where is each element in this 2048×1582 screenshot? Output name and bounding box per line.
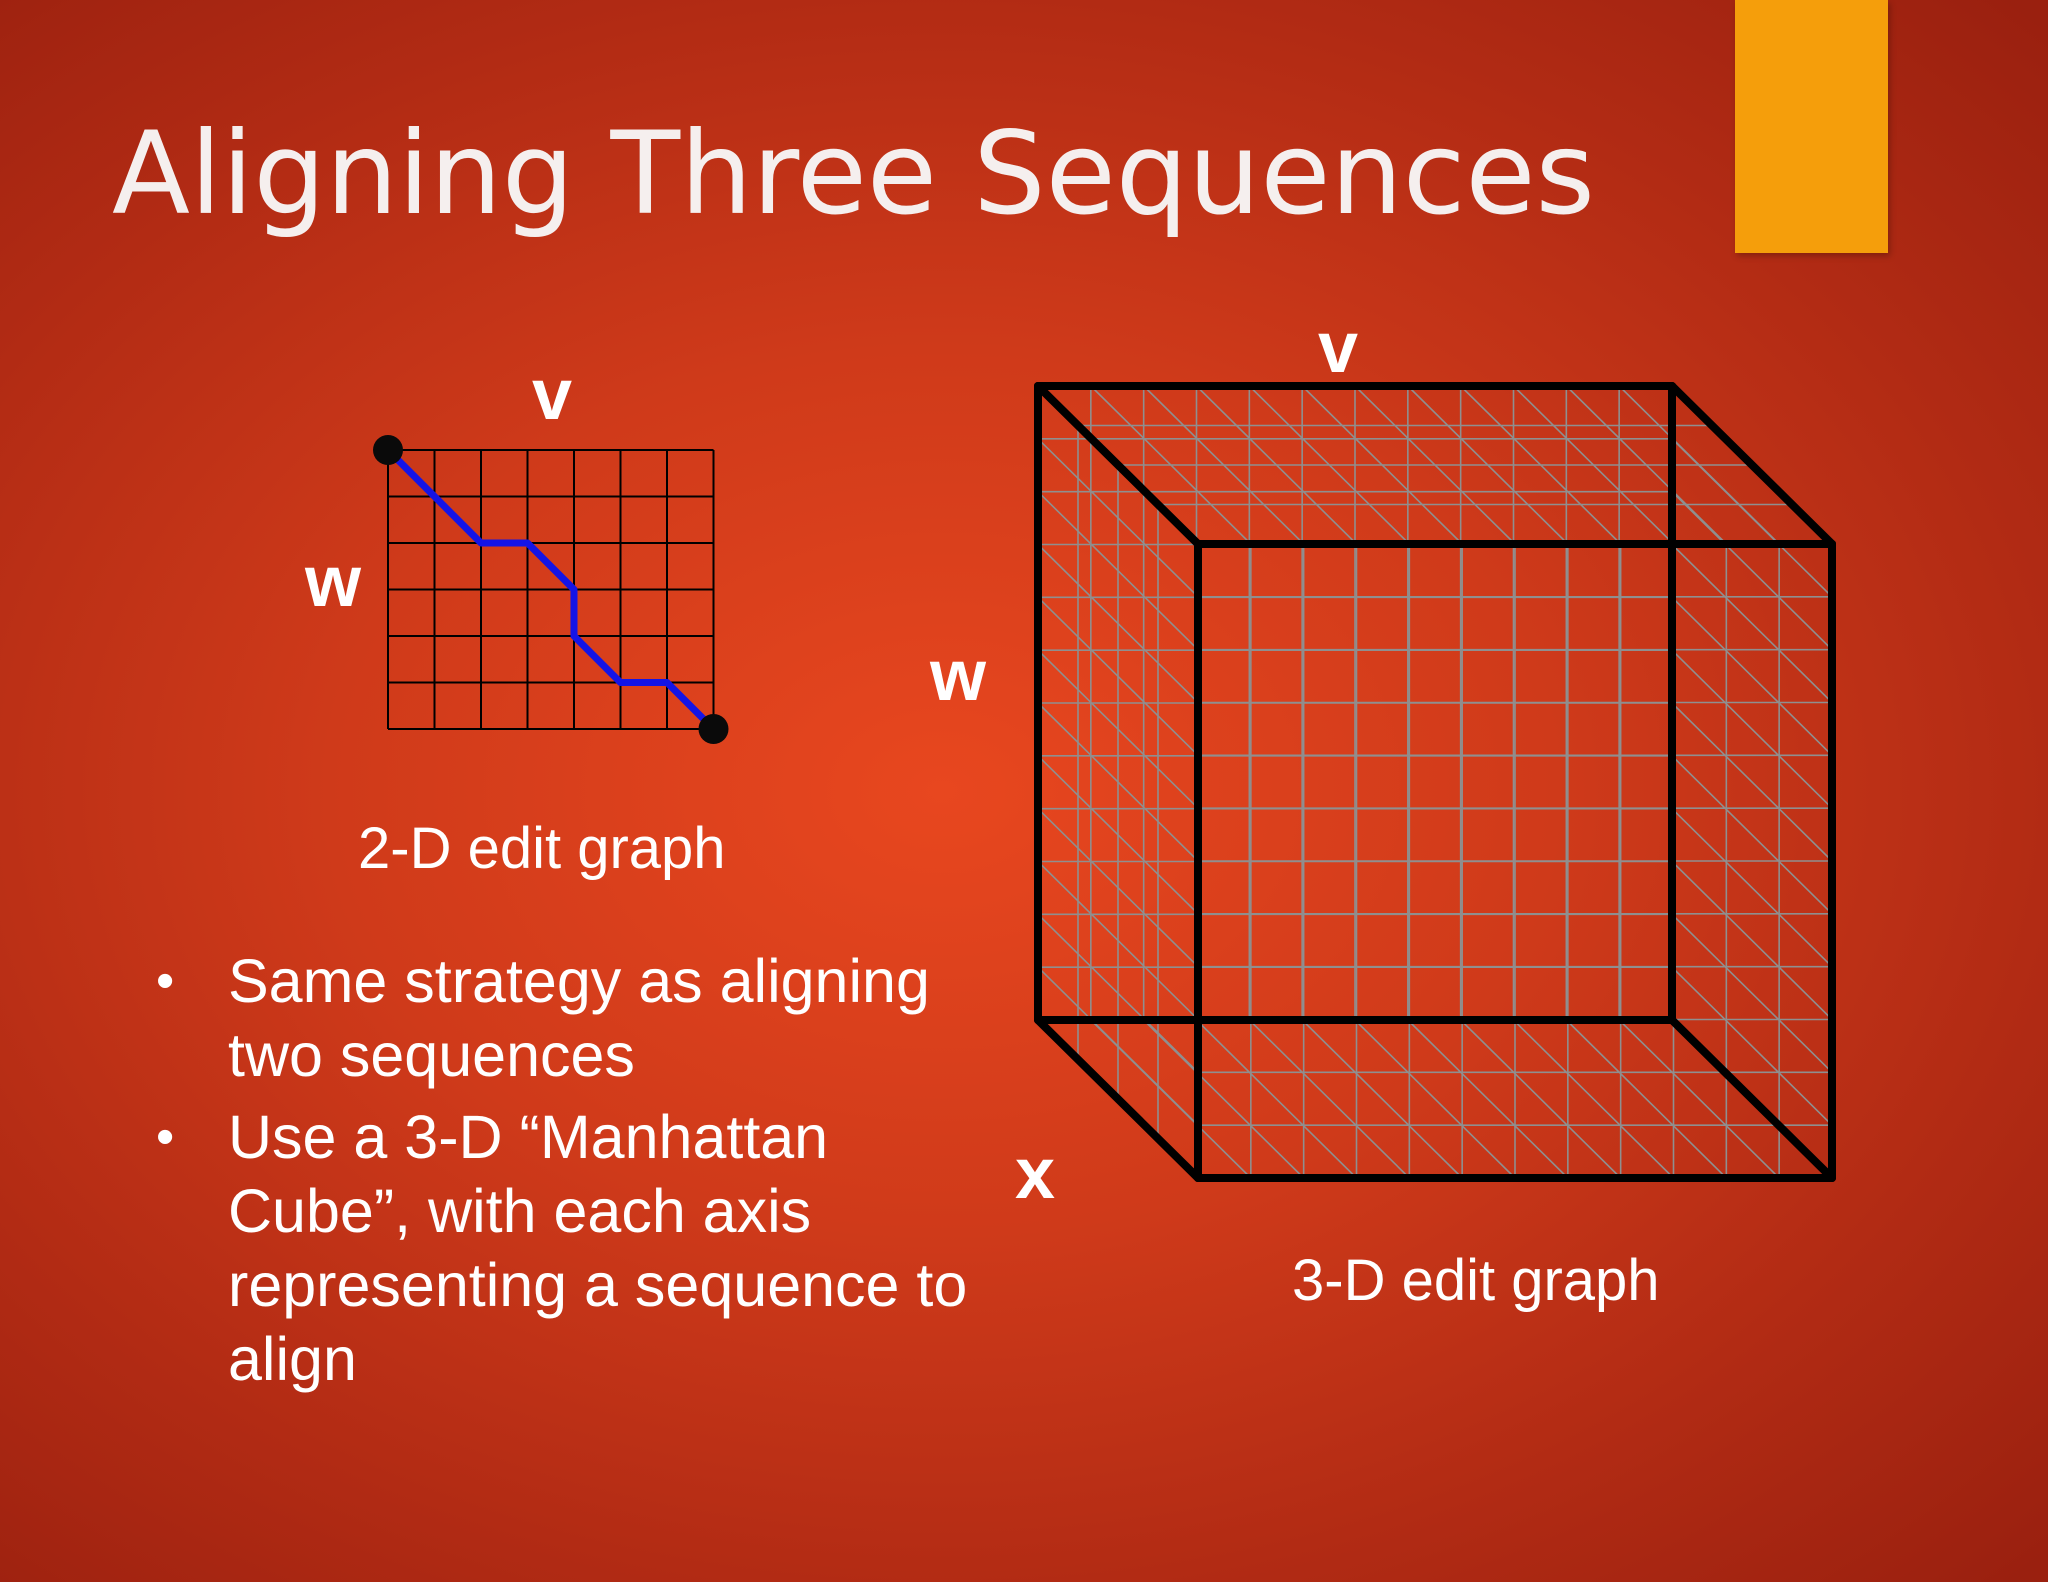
cube-grid-line — [1407, 1019, 1569, 1179]
cube-grid-line — [1301, 1019, 1463, 1179]
axis-label-v-2d: v — [532, 355, 572, 435]
path-end-node — [698, 714, 729, 744]
bullet-marker: • — [156, 952, 175, 1010]
edit-graph-2d: v w — [304, 355, 729, 744]
cube-edge — [1034, 1016, 1202, 1182]
cube-grid-line — [1671, 438, 1833, 598]
caption-2d-edit-graph: 2-D edit graph — [358, 816, 726, 881]
slide-title: Aligning Three Sequences — [112, 107, 1595, 240]
cube-grid-line — [1671, 913, 1833, 1073]
edit-graph-3d: v w x — [929, 308, 1836, 1214]
cube-grid-line — [1565, 1019, 1727, 1179]
caption-3d-edit-graph: 3-D edit graph — [1292, 1248, 1660, 1313]
cube-grid-line — [1671, 596, 1833, 756]
cube-grid-line — [1671, 808, 1833, 968]
cube-grid-line — [1671, 543, 1833, 704]
cube-grid-line — [1671, 860, 1833, 1021]
axis-label-w-3d: w — [929, 636, 987, 716]
cube-grid-line — [1671, 491, 1833, 651]
bullet-list: • Same strategy as aligning two sequence… — [150, 944, 980, 1404]
bullet-item: • Same strategy as aligning two sequence… — [150, 944, 980, 1092]
cube-grid-line — [1143, 1019, 1305, 1179]
axis-label-x-3d: x — [1015, 1134, 1055, 1214]
axis-label-w-2d: w — [304, 542, 362, 622]
cube-grid — [1037, 385, 1833, 1179]
cube-edge — [1668, 1016, 1836, 1182]
cube-grid-line — [1354, 1019, 1516, 1179]
cube-grid-line — [1512, 1019, 1675, 1179]
cube-grid-line — [1460, 1019, 1622, 1179]
cube-grid-line — [1090, 1019, 1252, 1179]
path-start-node — [373, 435, 403, 465]
bullet-text: Same strategy as aligning two sequences — [228, 947, 930, 1089]
bullet-text: Use a 3-D “Manhattan Cube”, with each ax… — [228, 1103, 968, 1393]
cube-grid-line — [1248, 1019, 1410, 1179]
cube-edges — [1034, 382, 1836, 1182]
bullet-marker: • — [156, 1108, 175, 1166]
axis-label-v-3d: v — [1318, 308, 1358, 388]
cube-grid-line — [1618, 1019, 1780, 1179]
cube-edge — [1034, 382, 1202, 548]
bullet-item: • Use a 3-D “Manhattan Cube”, with each … — [150, 1100, 980, 1396]
cube-grid-line — [1671, 755, 1833, 915]
cube-grid-line — [1195, 1019, 1358, 1179]
cube-grid-line — [1671, 702, 1833, 862]
cube-grid-line — [1671, 649, 1833, 809]
accent-bar — [1735, 0, 1888, 253]
alignment-path — [385, 447, 716, 732]
cube-edge — [1668, 382, 1836, 548]
grid-2d — [387, 449, 715, 730]
cube-grid-line — [1671, 966, 1833, 1126]
